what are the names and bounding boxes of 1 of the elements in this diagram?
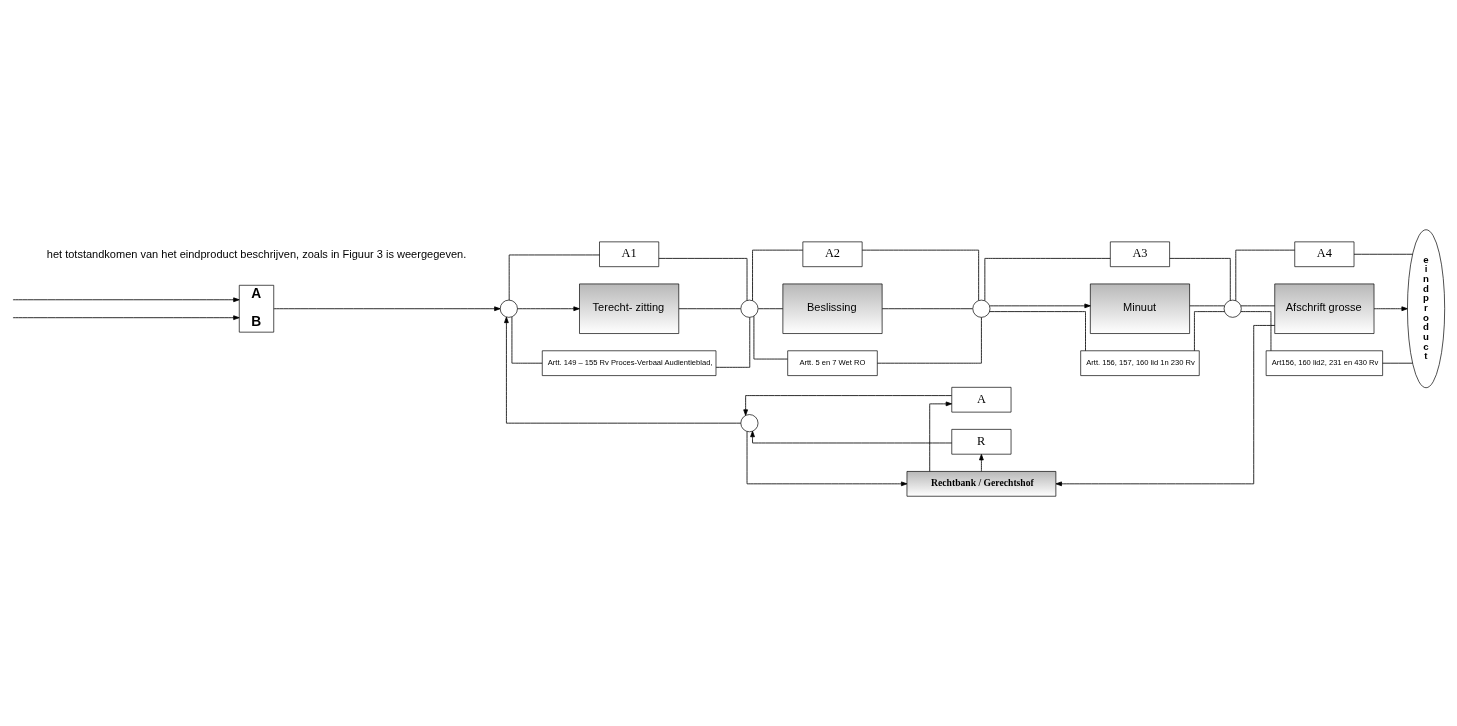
label: het totstandkomen van het eindproduct beschrijven, zoals in Figuur 3 is weergegeven. xyxy=(46,248,467,261)
